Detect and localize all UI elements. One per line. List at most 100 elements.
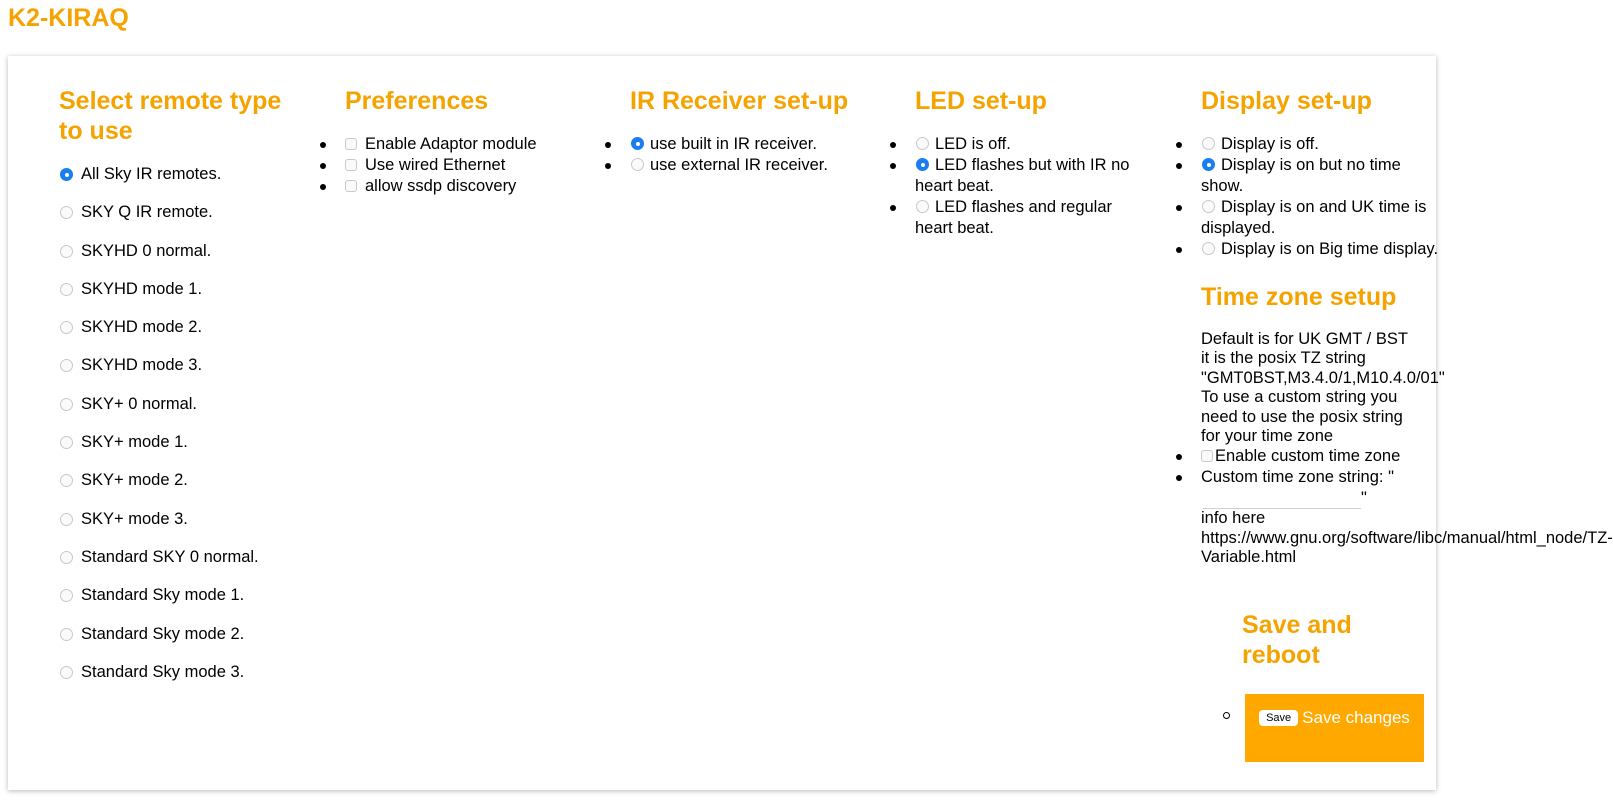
enable-custom-timezone-label: Enable custom time zone	[1215, 447, 1401, 466]
display-radio[interactable]	[1202, 137, 1215, 150]
ir-receiver-label: use external IR receiver.	[650, 156, 828, 174]
display-label: Display is on but no time show.	[1201, 156, 1401, 195]
remote-type-option[interactable]: Standard Sky mode 3.	[59, 662, 299, 700]
remote-type-option[interactable]: SKY+ 0 normal.	[59, 394, 299, 432]
remote-type-radio[interactable]	[60, 589, 73, 603]
display-label: Display is off.	[1221, 135, 1319, 153]
remote-type-radio[interactable]	[60, 436, 73, 450]
ir-receiver-list: use built in IR receiver. use external IR…	[605, 134, 880, 176]
led-list: LED is off. LED flashes but with IR no he…	[890, 134, 1147, 239]
remote-type-label: Standard SKY 0 normal.	[81, 547, 259, 566]
save-changes-text: Save changes	[1302, 708, 1410, 727]
timezone-text-line: To use a custom string you	[1201, 388, 1398, 407]
display-option[interactable]: Display is off.	[1176, 134, 1441, 155]
remote-type-label: Standard Sky mode 2.	[81, 624, 245, 643]
led-radio[interactable]	[916, 158, 929, 171]
remote-type-option[interactable]: Standard Sky mode 2.	[59, 624, 299, 662]
save-button[interactable]: Save	[1259, 710, 1299, 726]
led-label: LED is off.	[935, 135, 1011, 153]
remote-type-radio[interactable]	[60, 282, 73, 296]
remote-type-radio[interactable]	[60, 550, 73, 564]
remote-type-option[interactable]: All Sky IR remotes.	[59, 164, 299, 202]
timezone-text-line: for your time zone	[1201, 427, 1334, 446]
save-heading: Save and reboot	[1242, 611, 1352, 669]
remote-type-option[interactable]: SKY+ mode 3.	[59, 509, 299, 547]
preference-checkbox[interactable]	[345, 138, 357, 150]
led-option[interactable]: LED flashes and regular heart beat.	[890, 197, 1147, 239]
display-radio[interactable]	[1202, 158, 1215, 171]
preference-option[interactable]: Enable Adaptor module	[320, 134, 585, 155]
custom-timezone-close-quote: "	[1361, 489, 1367, 508]
preference-label: Use wired Ethernet	[365, 156, 506, 174]
ir-receiver-radio[interactable]	[631, 137, 644, 150]
display-option[interactable]: Display is on but no time show.	[1176, 155, 1441, 197]
preference-option[interactable]: allow ssdp discovery	[320, 176, 585, 197]
timezone-text-line: need to use the posix string	[1201, 407, 1403, 426]
remote-type-label: SKYHD mode 3.	[81, 356, 203, 375]
display-option[interactable]: Display is on Big time display.	[1176, 239, 1441, 260]
remote-type-radio[interactable]	[60, 665, 73, 679]
display-option[interactable]: Display is on and UK time is displayed.	[1176, 197, 1441, 239]
timezone-heading: Time zone setup	[1201, 283, 1397, 311]
led-radio[interactable]	[916, 200, 929, 213]
display-radio[interactable]	[1202, 242, 1215, 255]
remote-type-label: SKY+ mode 1.	[81, 433, 188, 452]
remote-type-label: SKY+ mode 2.	[81, 471, 188, 490]
display-label: Display is on Big time display.	[1221, 240, 1439, 258]
display-heading: Display set-up	[1201, 87, 1372, 115]
enable-custom-timezone-checkbox[interactable]	[1201, 450, 1213, 463]
ir-receiver-heading: IR Receiver set-up	[630, 87, 849, 115]
remote-type-option[interactable]: SKY+ mode 2.	[59, 470, 299, 508]
remote-type-radio[interactable]	[60, 321, 73, 335]
led-radio[interactable]	[916, 137, 929, 150]
remote-type-option[interactable]: SKYHD 0 normal.	[59, 241, 299, 279]
custom-timezone-input[interactable]	[1203, 491, 1361, 510]
timezone-custom-item: Custom time zone string: " "	[1176, 467, 1441, 510]
remote-type-radio[interactable]	[60, 359, 73, 373]
preference-label: allow ssdp discovery	[365, 177, 517, 195]
remote-type-option[interactable]: SKY Q IR remote.	[59, 202, 299, 240]
led-option[interactable]: LED is off.	[890, 134, 1147, 155]
remote-type-option[interactable]: Standard Sky mode 1.	[59, 585, 299, 623]
remote-type-option[interactable]: SKYHD mode 1.	[59, 279, 299, 317]
remote-type-radio[interactable]	[60, 206, 73, 220]
timezone-info-line: Variable.html	[1201, 548, 1297, 567]
remote-type-radio[interactable]	[60, 627, 73, 641]
timezone-info-line: info here	[1201, 509, 1266, 528]
remote-type-option[interactable]: SKYHD mode 2.	[59, 317, 299, 355]
timezone-text-line: "GMT0BST,M3.4.0/1,M10.4.0/01"	[1201, 368, 1445, 387]
led-option[interactable]: LED flashes but with IR no heart beat.	[890, 155, 1147, 197]
preferences-heading: Preferences	[345, 87, 489, 115]
remote-type-radio[interactable]	[60, 512, 73, 526]
preference-checkbox[interactable]	[345, 180, 357, 192]
remote-type-label: SKY+ 0 normal.	[81, 394, 198, 413]
led-label: LED flashes but with IR no heart beat.	[915, 156, 1130, 195]
remote-type-radio[interactable]	[60, 244, 73, 258]
remote-type-label: SKY Q IR remote.	[81, 203, 213, 222]
preference-option[interactable]: Use wired Ethernet	[320, 155, 585, 176]
remote-type-radio[interactable]	[60, 168, 73, 181]
remote-type-radio[interactable]	[60, 474, 73, 488]
remote-type-label: SKYHD 0 normal.	[81, 241, 212, 260]
app-title: K2-KIRAQ	[8, 4, 129, 32]
remote-type-option[interactable]: Standard SKY 0 normal.	[59, 547, 299, 585]
ir-receiver-option[interactable]: use built in IR receiver.	[605, 134, 880, 155]
remote-type-label: SKYHD mode 2.	[81, 318, 203, 337]
remote-type-radio[interactable]	[60, 397, 73, 411]
remote-type-option[interactable]: SKY+ mode 1.	[59, 432, 299, 470]
display-radio[interactable]	[1202, 200, 1215, 213]
settings-card: Select remote type to use All Sky IR rem…	[8, 56, 1613, 790]
custom-timezone-label: Custom time zone string: "	[1201, 468, 1394, 487]
ir-receiver-radio[interactable]	[631, 158, 644, 171]
ir-receiver-label: use built in IR receiver.	[650, 135, 817, 153]
ir-receiver-option[interactable]: use external IR receiver.	[605, 155, 880, 176]
display-list: Display is off. Display is on but no time…	[1176, 134, 1441, 260]
preference-checkbox[interactable]	[345, 159, 357, 171]
timezone-text-line: it is the posix TZ string	[1201, 349, 1366, 368]
display-section: Display set-up Display is off.Display is…	[1176, 86, 1613, 568]
led-section: LED set-up LED is off.LED flashes but wi…	[890, 86, 1147, 239]
remote-type-label: SKYHD mode 1.	[81, 279, 203, 298]
remote-type-option[interactable]: SKYHD mode 3.	[59, 355, 299, 393]
